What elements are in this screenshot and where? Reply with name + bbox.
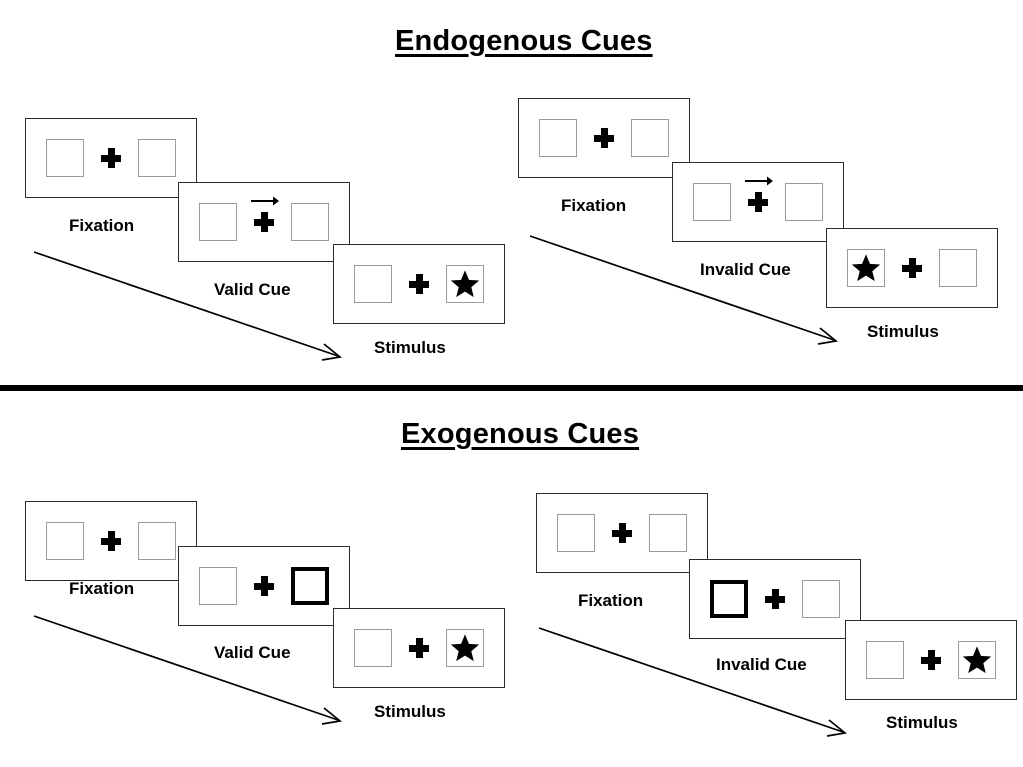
placeholder-box-left [46,522,84,560]
center-slot [745,176,773,212]
fixation-cross-icon [101,148,121,168]
caption-endogenous-invalid-fixation: Fixation [561,196,627,215]
placeholder-box-left [557,514,595,552]
panel-endogenous-valid-fixation [25,118,197,198]
center-slot [765,589,785,609]
section-title-exogenous: Exogenous Cues [401,418,640,450]
placeholder-box-left [539,119,577,157]
center-slot [251,196,279,232]
center-slot [101,531,121,551]
fixation-cross-icon [409,274,429,294]
panel-endogenous-valid-cue [178,182,350,262]
arrow-right-icon [743,175,773,187]
fixation-cross-icon [254,212,274,232]
panel-endogenous-invalid-fixation [518,98,690,178]
panel-exogenous-invalid-stimulus [845,620,1017,700]
caption-exogenous-invalid-stimulus: Stimulus [886,713,958,732]
caption-endogenous-valid-stimulus: Stimulus [374,338,446,357]
placeholder-box-right [802,580,840,618]
star-icon [962,645,992,675]
placeholder-box-right-target [446,265,484,303]
panel-exogenous-valid-fixation [25,501,197,581]
placeholder-box-right [291,203,329,241]
time-arrow-icon [32,248,352,368]
center-slot [902,258,922,278]
caption-exogenous-valid-stimulus: Stimulus [374,702,446,721]
time-arrow-icon [537,624,857,744]
panel-endogenous-invalid-cue [672,162,844,242]
placeholder-box-right [785,183,823,221]
section-divider [0,385,1023,391]
caption-endogenous-invalid-cue: Invalid Cue [700,260,791,279]
panel-exogenous-invalid-fixation [536,493,708,573]
time-arrow-icon [528,232,848,352]
center-slot [594,128,614,148]
panel-exogenous-valid-cue [178,546,350,626]
fixation-cross-icon [409,638,429,658]
placeholder-box-right [939,249,977,287]
cued-box-left [710,580,748,618]
center-slot [612,523,632,543]
time-arrow-icon [32,612,352,732]
placeholder-box-left [693,183,731,221]
star-icon [851,253,881,283]
placeholder-box-right-target [958,641,996,679]
arrow-right-icon [249,195,279,207]
section-title-endogenous: Endogenous Cues [395,25,653,57]
center-slot [254,576,274,596]
placeholder-box-right-target [446,629,484,667]
caption-exogenous-invalid-fixation: Fixation [578,591,644,610]
placeholder-box-left [354,265,392,303]
fixation-cross-icon [921,650,941,670]
placeholder-box-right [138,522,176,560]
placeholder-box-left [199,203,237,241]
fixation-cross-icon [902,258,922,278]
fixation-cross-icon [748,192,768,212]
star-icon [450,269,480,299]
caption-endogenous-invalid-stimulus: Stimulus [867,322,939,341]
center-slot [921,650,941,670]
placeholder-box-right [631,119,669,157]
placeholder-box-left [199,567,237,605]
panel-exogenous-valid-stimulus [333,608,505,688]
placeholder-box-right [649,514,687,552]
placeholder-box-left [866,641,904,679]
panel-endogenous-invalid-stimulus [826,228,998,308]
center-slot [409,274,429,294]
center-slot [101,148,121,168]
center-slot [409,638,429,658]
fixation-cross-icon [765,589,785,609]
placeholder-box-left [46,139,84,177]
caption-endogenous-valid-fixation: Fixation [69,216,135,235]
fixation-cross-icon [254,576,274,596]
placeholder-box-left-target [847,249,885,287]
fixation-cross-icon [101,531,121,551]
caption-exogenous-valid-fixation: Fixation [69,579,135,598]
placeholder-box-left [354,629,392,667]
fixation-cross-icon [612,523,632,543]
caption-exogenous-invalid-cue: Invalid Cue [716,655,807,674]
caption-exogenous-valid-cue: Valid Cue [214,643,291,662]
star-icon [450,633,480,663]
cued-box-right [291,567,329,605]
placeholder-box-right [138,139,176,177]
panel-exogenous-invalid-cue [689,559,861,639]
caption-endogenous-valid-cue: Valid Cue [214,280,291,299]
fixation-cross-icon [594,128,614,148]
panel-endogenous-valid-stimulus [333,244,505,324]
